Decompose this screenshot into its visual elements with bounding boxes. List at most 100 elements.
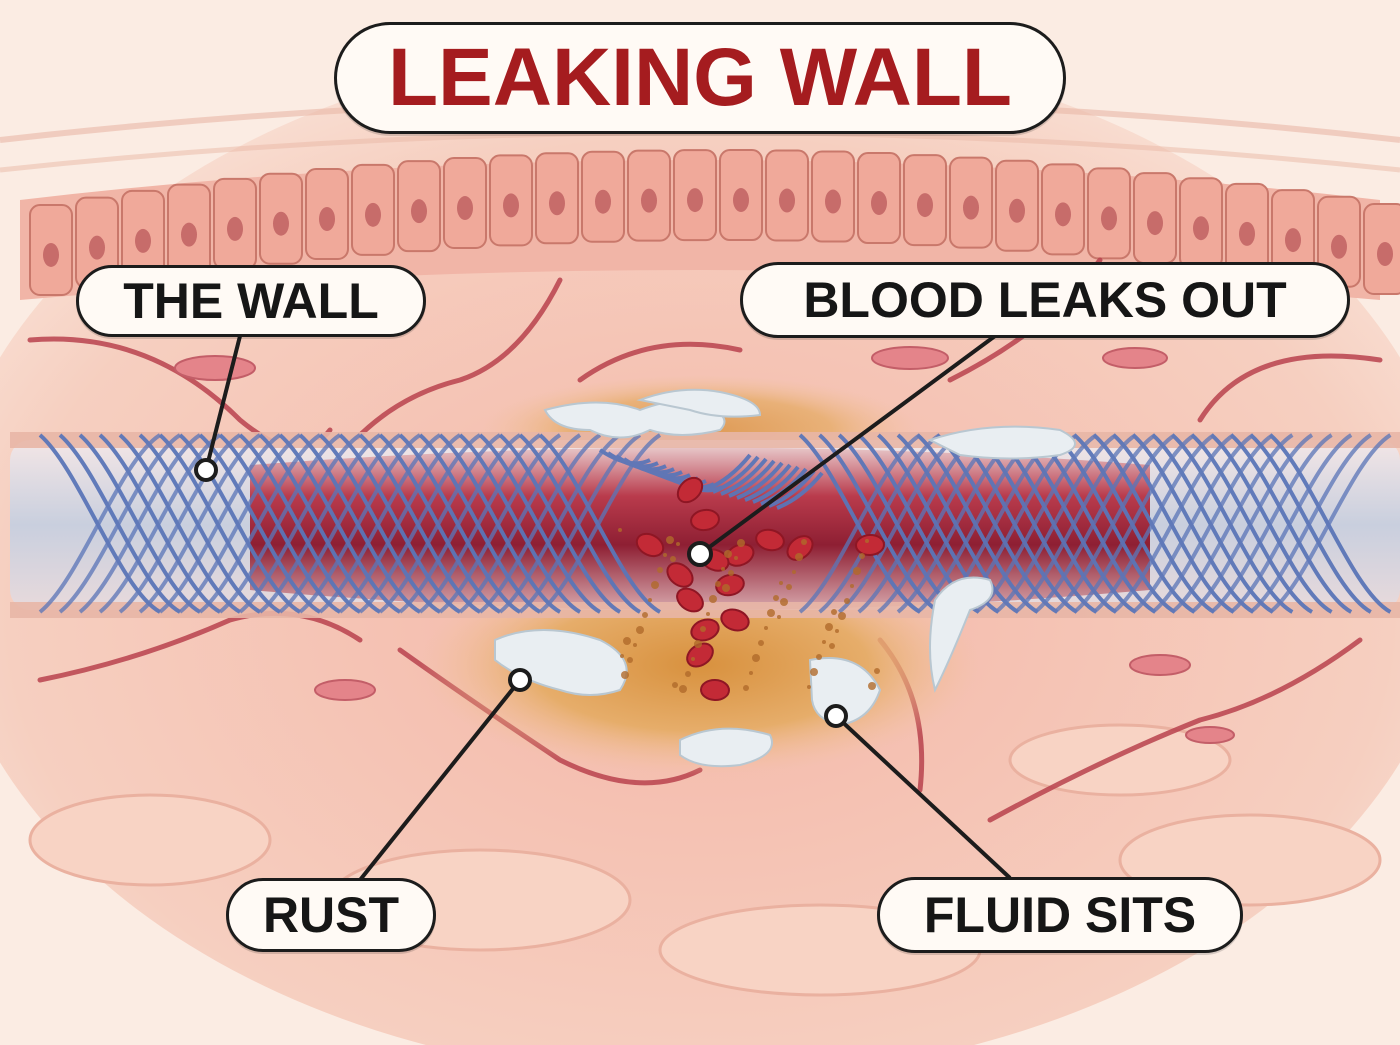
fluid-pools (494, 388, 1076, 768)
fiber-strand (78, 433, 202, 614)
rust-speck (627, 657, 633, 663)
fiber-strand (98, 433, 222, 614)
fiber-strand (218, 433, 342, 614)
cell-nucleus (641, 188, 657, 213)
fiber-strand (518, 433, 642, 614)
fiber-strand (358, 433, 482, 614)
fiber-strand (498, 433, 622, 614)
fiber-strand (98, 433, 222, 614)
fiber-strand (318, 433, 442, 614)
fiber-strand (298, 433, 422, 614)
fiber-strand (258, 433, 382, 614)
fiber-strand (1171, 433, 1294, 614)
fiber-strand (1249, 433, 1372, 614)
rust-speck (623, 637, 631, 645)
fiber-strand (58, 433, 182, 614)
fiber-strand (1053, 433, 1176, 614)
cell-nucleus (549, 191, 565, 216)
rust-speck (618, 528, 622, 532)
cell-nucleus (457, 196, 473, 221)
cell-nucleus (319, 207, 335, 232)
fiber-strand (1151, 433, 1274, 614)
fiber-strand (1131, 433, 1255, 614)
fiber-strand (798, 433, 922, 614)
red-blood-cell (666, 562, 694, 588)
rust-speck (722, 584, 730, 592)
rust-speck (859, 553, 865, 559)
fiber-strand (1151, 433, 1274, 614)
fiber-strand (138, 433, 262, 614)
rust-specks (618, 528, 880, 693)
rust-speck (786, 584, 792, 590)
rust-speck (853, 567, 861, 575)
cell-nucleus (687, 188, 703, 213)
fiber-strand (278, 433, 402, 614)
fiber-strand (238, 433, 362, 614)
fiber-strand (478, 433, 602, 614)
rust-speck (831, 609, 837, 615)
collagen-fibers (38, 433, 1392, 614)
blood-marker-dot (687, 541, 713, 567)
rust-speck (666, 536, 674, 544)
rust-speck (709, 595, 717, 603)
rust-speck (657, 567, 663, 573)
fiber-strand (378, 433, 502, 614)
red-blood-cell (676, 587, 704, 613)
rust-speck (777, 615, 781, 619)
cell-nucleus (181, 222, 197, 247)
rust-speck (838, 612, 846, 620)
rust-speck (651, 581, 659, 589)
fiber-strand (78, 433, 202, 614)
rust-speck (734, 556, 738, 560)
fiber-strand (318, 433, 442, 614)
rust-speck (829, 643, 835, 649)
fiber-strand (258, 433, 382, 614)
rust-speck (706, 612, 710, 616)
fiber-strand (458, 433, 582, 614)
cell-nucleus (1009, 198, 1025, 223)
label-the-wall: THE WALL (76, 265, 426, 337)
fiber-strand (1210, 433, 1333, 614)
rust-speck (715, 581, 721, 587)
rust-speck (670, 556, 676, 562)
rust-speck (676, 542, 680, 546)
rust-speck (874, 668, 880, 674)
rust-speck (749, 671, 753, 675)
fiber-strand (278, 433, 402, 614)
fiber-strand (1092, 433, 1216, 614)
rust-speck (621, 671, 629, 679)
fiber-strand (1131, 433, 1255, 614)
fiber-strand (438, 433, 562, 614)
rust-speck (865, 539, 869, 543)
broken-fiber (728, 459, 776, 498)
label-rust: RUST (226, 878, 436, 952)
rust-speck (694, 640, 702, 648)
fiber-strand (118, 433, 242, 614)
red-blood-cell (635, 532, 665, 558)
rust-speck (779, 581, 783, 585)
leader-lines (204, 334, 1012, 882)
page-title: LEAKING WALL (387, 32, 1013, 123)
fiber-strand (338, 433, 462, 614)
fiber-strand (1073, 433, 1196, 614)
fiber-strand (1014, 433, 1137, 614)
rust-speck (737, 539, 745, 547)
rust-speck (648, 598, 652, 602)
cell-nucleus (825, 189, 841, 214)
fiber-strand (994, 433, 1118, 614)
rust-speck (724, 550, 732, 558)
rust-speck (868, 682, 876, 690)
cell-nucleus (1377, 241, 1393, 266)
cell-nucleus (1147, 211, 1163, 236)
fluid-marker-dot (824, 704, 848, 728)
broken-fiber (744, 463, 792, 502)
fiber-strand (518, 433, 642, 614)
cell-nucleus (1331, 234, 1347, 259)
rust-speck (691, 657, 695, 661)
rust-speck (810, 668, 818, 676)
title-banner: LEAKING WALL (334, 22, 1066, 134)
rust-speck (825, 623, 833, 631)
fiber-strand (178, 433, 302, 614)
